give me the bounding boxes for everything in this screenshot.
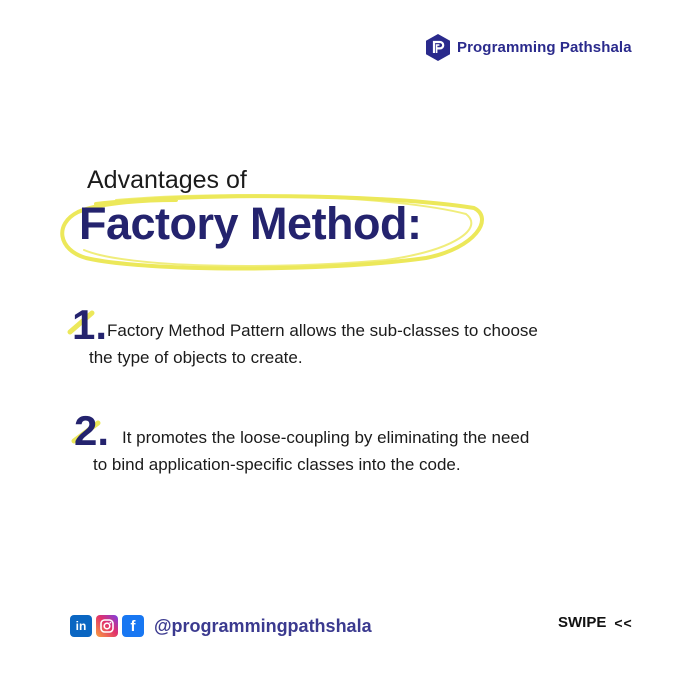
- heading-title: Factory Method:: [79, 198, 422, 249]
- instagram-glyph: [100, 619, 114, 633]
- linkedin-icon[interactable]: in: [70, 615, 92, 637]
- brand: Programming Pathshala: [426, 34, 632, 61]
- brand-name: Programming Pathshala: [457, 39, 632, 56]
- point-number: 2.: [74, 407, 110, 454]
- point-text-line: the type of objects to create.: [89, 348, 303, 367]
- linkedin-glyph: in: [75, 619, 87, 633]
- point-text-line: to bind application-specific classes int…: [93, 455, 461, 474]
- facebook-glyph: f: [130, 617, 136, 635]
- swipe-label: SWIPE: [558, 614, 607, 631]
- point-number: 1.: [72, 301, 108, 348]
- instagram-icon[interactable]: [96, 615, 118, 637]
- swipe-hint[interactable]: SWIPE <<: [558, 614, 633, 631]
- number-highlight: [71, 420, 101, 444]
- social-links: in f @programmingpathshala: [70, 615, 372, 637]
- social-handle[interactable]: @programmingpathshala: [154, 615, 372, 636]
- swipe-arrow-icon: <<: [614, 614, 633, 631]
- number-highlight: [67, 310, 95, 335]
- heading-subtitle: Advantages of: [87, 166, 247, 194]
- highlight-scribble: [60, 194, 484, 271]
- point-text-line: Factory Method Pattern allows the sub-cl…: [107, 321, 538, 340]
- pp-logo-icon: [426, 34, 450, 61]
- point-text-line: It promotes the loose-coupling by elimin…: [122, 428, 530, 447]
- facebook-icon[interactable]: f: [122, 615, 144, 637]
